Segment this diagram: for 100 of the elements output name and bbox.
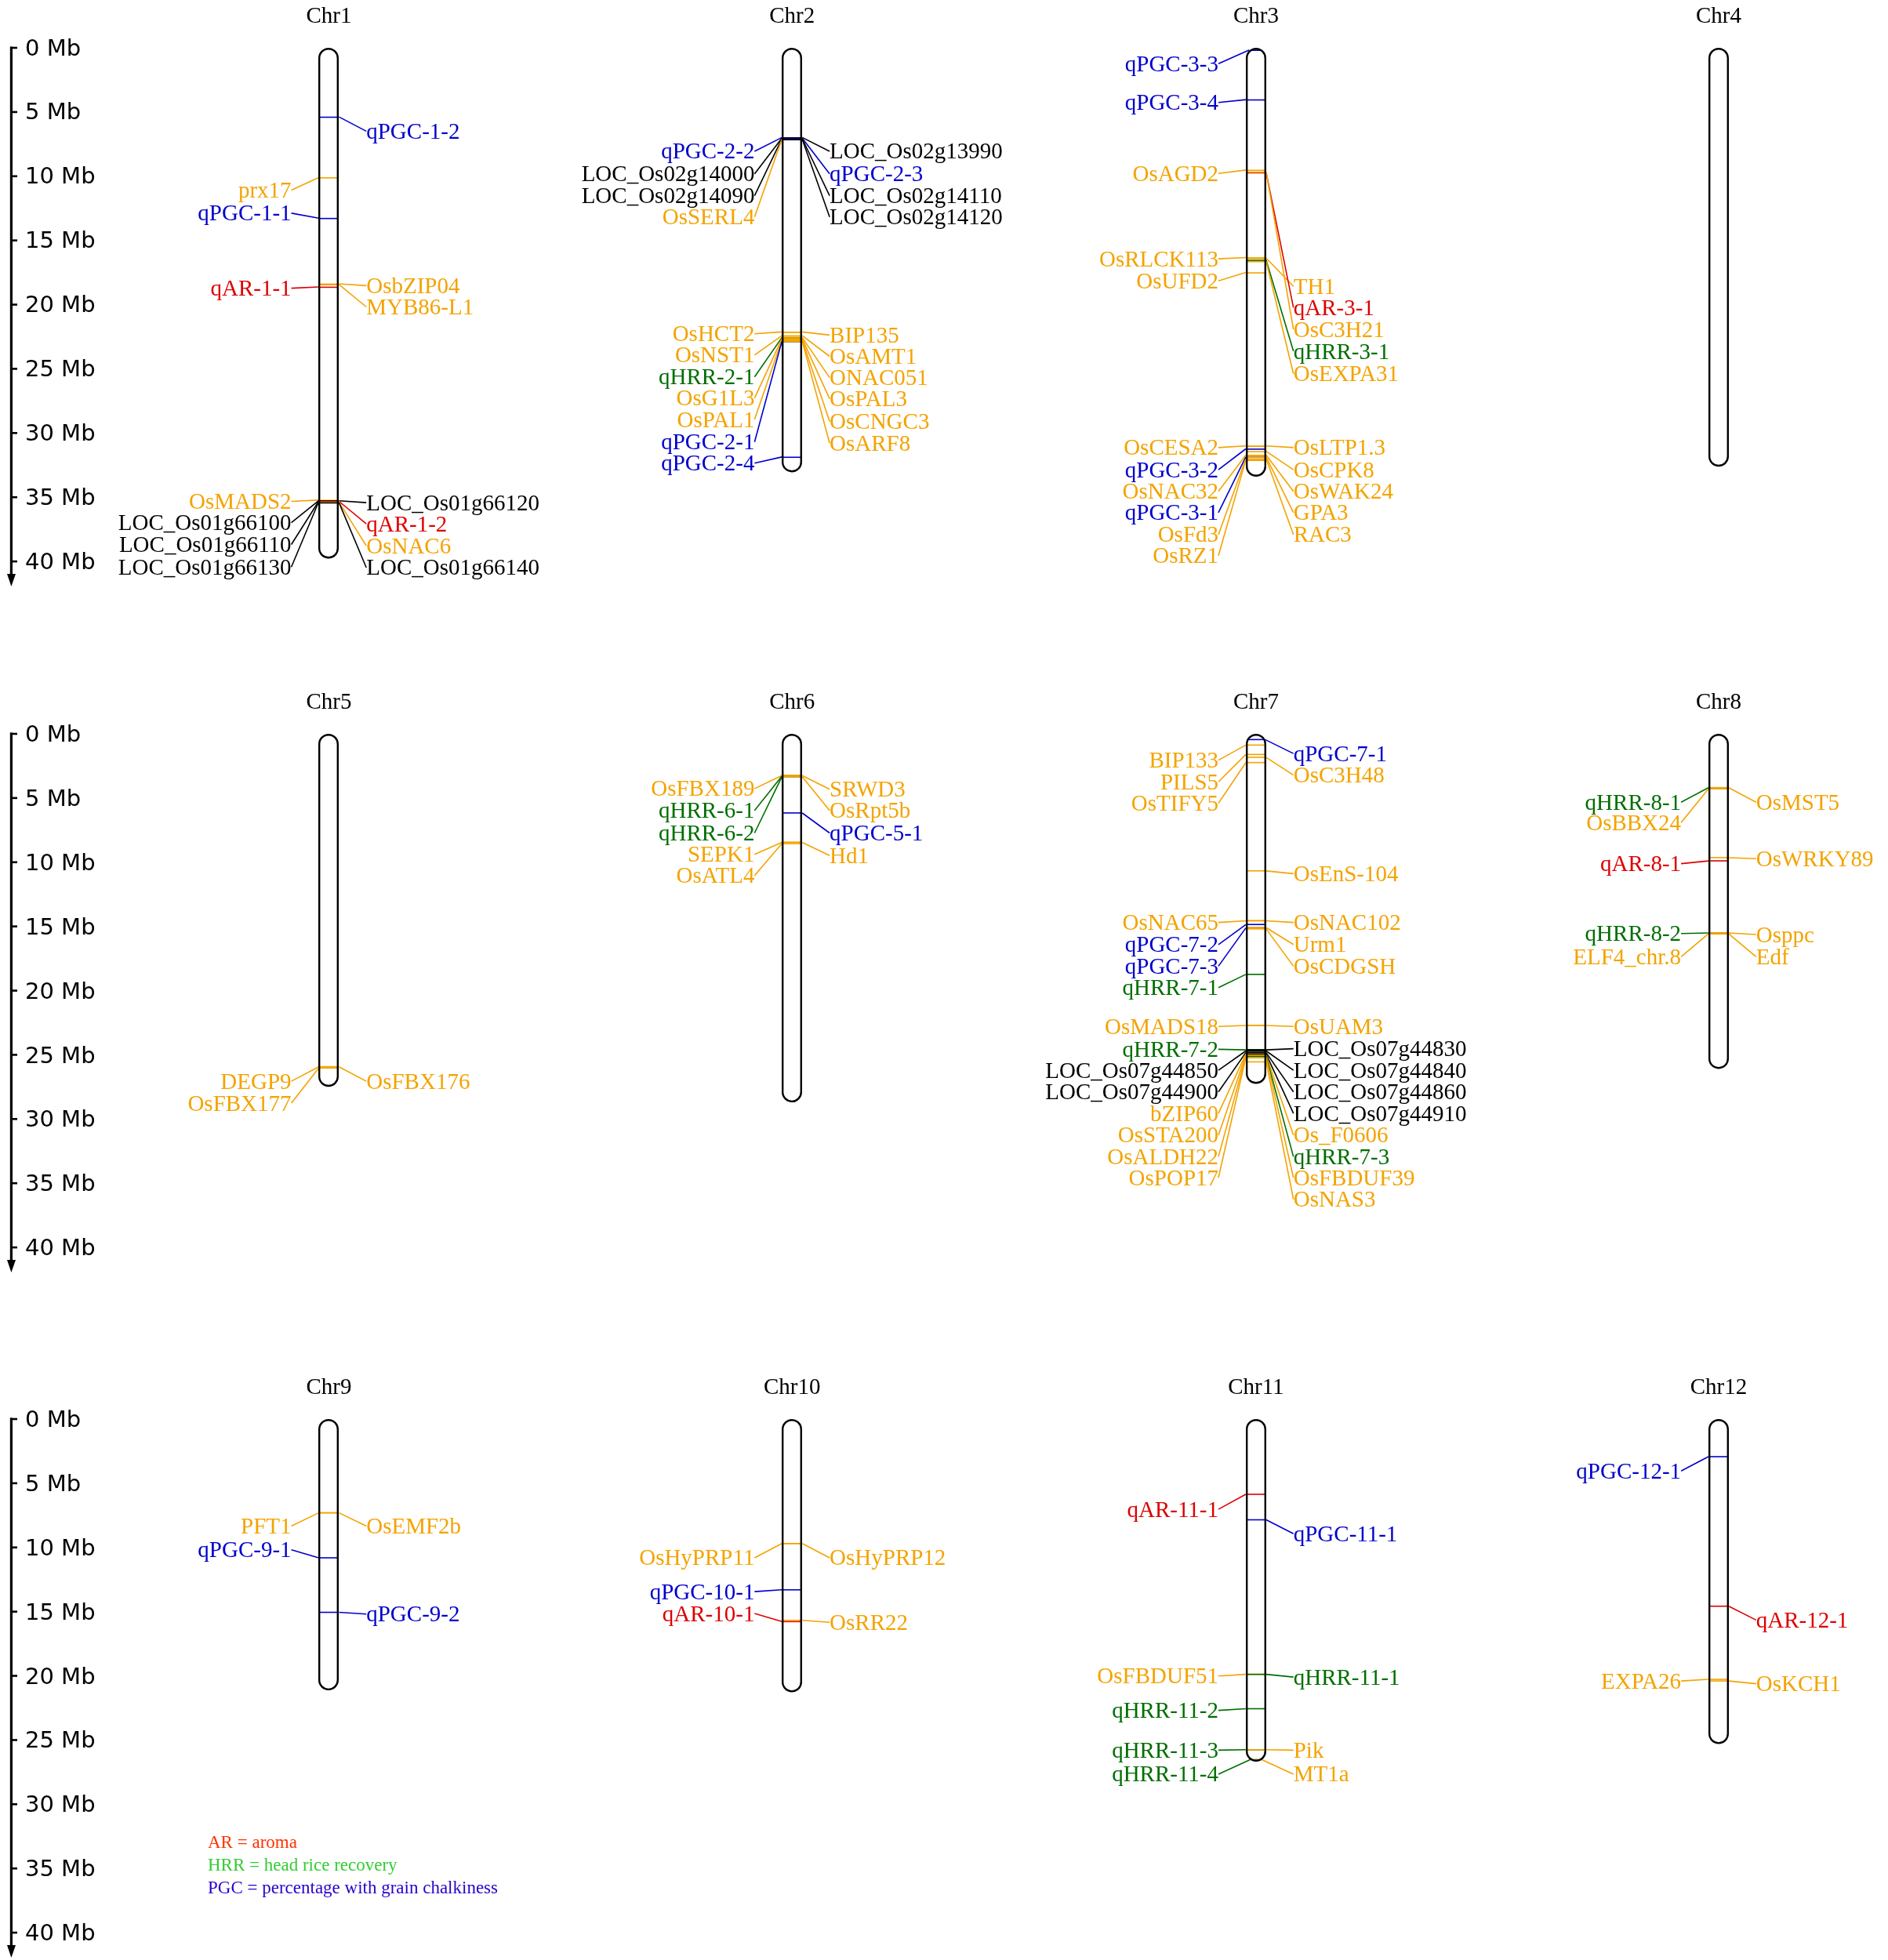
leader-line: [753, 456, 782, 464]
locus-label: MYB86-L1: [366, 296, 474, 318]
leader-line: [290, 1066, 320, 1082]
locus-label: BIP135: [830, 324, 899, 346]
locus-label: OsLTP1.3: [1293, 437, 1386, 459]
leader-line: [1265, 1055, 1294, 1158]
locus-label: OsEMF2b: [366, 1515, 462, 1537]
leader-line: [1218, 1673, 1247, 1677]
locus-label: qAR-12-1: [1755, 1609, 1849, 1631]
locus-label: qPGC-2-3: [830, 163, 924, 185]
locus-label: LOC_Os01g66120: [366, 492, 539, 514]
chromosome-label: Chr6: [769, 689, 815, 713]
locus-label: OsPAL3: [830, 388, 907, 410]
axis-tick-label: 10 Mb: [25, 163, 96, 189]
leader-line: [1265, 1061, 1294, 1200]
leader-line: [1218, 1053, 1247, 1114]
leader-line: [290, 501, 320, 568]
leader-line: [290, 1512, 320, 1527]
locus-label: OsbZIP04: [366, 274, 460, 296]
locus-label: qHRR-11-4: [1112, 1763, 1219, 1785]
chromosome-label: Chr5: [306, 689, 352, 713]
locus-label: LOC_Os07g44830: [1293, 1038, 1467, 1060]
leader-line: [1218, 1057, 1247, 1178]
locus-label: qPGC-9-2: [366, 1603, 460, 1625]
locus-label: OsHCT2: [672, 323, 755, 345]
axis-tick-label: 35 Mb: [25, 1856, 96, 1882]
locus-label: OsCESA2: [1124, 437, 1219, 459]
leader-line: [1261, 1759, 1294, 1775]
leader-line: [801, 812, 830, 834]
leader-line: [1218, 974, 1247, 989]
leader-line: [753, 776, 782, 834]
leader-line: [1218, 454, 1247, 492]
locus-label: OsPAL1: [677, 408, 755, 430]
locus-label: qHRR-11-1: [1293, 1666, 1400, 1688]
leader-line: [1265, 1519, 1294, 1534]
locus-label: OsNAC65: [1122, 912, 1219, 934]
chromosome-label: Chr3: [1233, 2, 1279, 27]
locus-label: OsRZ1: [1153, 545, 1219, 567]
leader-line: [1218, 169, 1247, 174]
locus-label: SRWD3: [830, 779, 906, 800]
axis-tick-label: 5 Mb: [25, 785, 82, 811]
leader-line: [753, 841, 782, 855]
axis-tick-label: 30 Mb: [25, 419, 96, 445]
locus-label: qPGC-2-2: [661, 140, 755, 162]
locus-label: qHRR-11-3: [1112, 1739, 1219, 1761]
locus-label: PFT1: [241, 1515, 292, 1537]
axis-tick-label: 15 Mb: [25, 913, 96, 939]
locus-label: qPGC-1-1: [198, 202, 292, 224]
leader-line: [801, 136, 830, 152]
axis-tick-label: 20 Mb: [25, 978, 96, 1004]
chromosome-label: Chr11: [1228, 1374, 1284, 1398]
axis-tick-label: 35 Mb: [25, 484, 96, 510]
locus-label: OsFBX177: [187, 1092, 292, 1114]
leader-line: [1218, 256, 1247, 260]
locus-label: OsKCH1: [1755, 1673, 1841, 1695]
locus-label: LOC_Os02g14090: [581, 185, 755, 207]
leader-line: [1265, 928, 1294, 967]
axis-tick-label: 30 Mb: [25, 1791, 96, 1817]
leader-line: [801, 139, 830, 218]
leader-line: [801, 841, 830, 857]
leader-line: [1265, 1057, 1294, 1178]
locus-label: LOC_Os02g13990: [830, 140, 1003, 162]
locus-label: OsSTA200: [1117, 1124, 1219, 1146]
leader-line: [290, 176, 320, 191]
leader-line: [753, 138, 782, 197]
leader-line: [753, 136, 782, 152]
leader-line: [753, 775, 782, 789]
chromosome-label: Chr1: [306, 2, 352, 27]
locus-label: OsAMT1: [830, 346, 917, 367]
locus-label: OsEnS-104: [1293, 862, 1399, 884]
axis-tick-label: 10 Mb: [25, 849, 96, 875]
leader-line: [1728, 1680, 1757, 1685]
locus-label: OsEXPA31: [1293, 363, 1399, 385]
leader-line: [338, 1512, 367, 1527]
locus-label: qHRR-7-3: [1293, 1145, 1390, 1167]
leader-line: [753, 336, 782, 378]
leader-line: [753, 339, 782, 420]
locus-label: OsARF8: [830, 432, 911, 454]
leader-line: [290, 1549, 320, 1559]
leader-line: [1218, 1050, 1247, 1071]
locus-label: TH1: [1293, 275, 1335, 297]
leader-line: [338, 502, 367, 568]
leader-line: [1265, 259, 1294, 352]
leader-line: [753, 139, 782, 218]
leader-line: [1265, 260, 1294, 375]
locus-label: LOC_Os01g66100: [118, 512, 292, 534]
leader-line: [1218, 744, 1247, 761]
leader-line: [753, 843, 782, 877]
locus-label: LOC_Os02g14000: [581, 163, 755, 185]
leader-line: [1218, 920, 1247, 924]
locus-label: qAR-3-1: [1293, 296, 1374, 318]
locus-label: ELF4_chr.8: [1573, 946, 1682, 967]
locus-label: OsTIFY5: [1131, 793, 1219, 815]
leader-line: [1218, 1749, 1247, 1751]
chromosome-label: Chr2: [769, 2, 815, 27]
locus-label: OsUAM3: [1293, 1015, 1384, 1037]
locus-label: OsATL4: [676, 865, 755, 887]
axis-tick-label: 5 Mb: [25, 1470, 82, 1496]
locus-label: qPGC-12-1: [1576, 1460, 1682, 1482]
axis-tick-label: 40 Mb: [25, 1920, 96, 1946]
